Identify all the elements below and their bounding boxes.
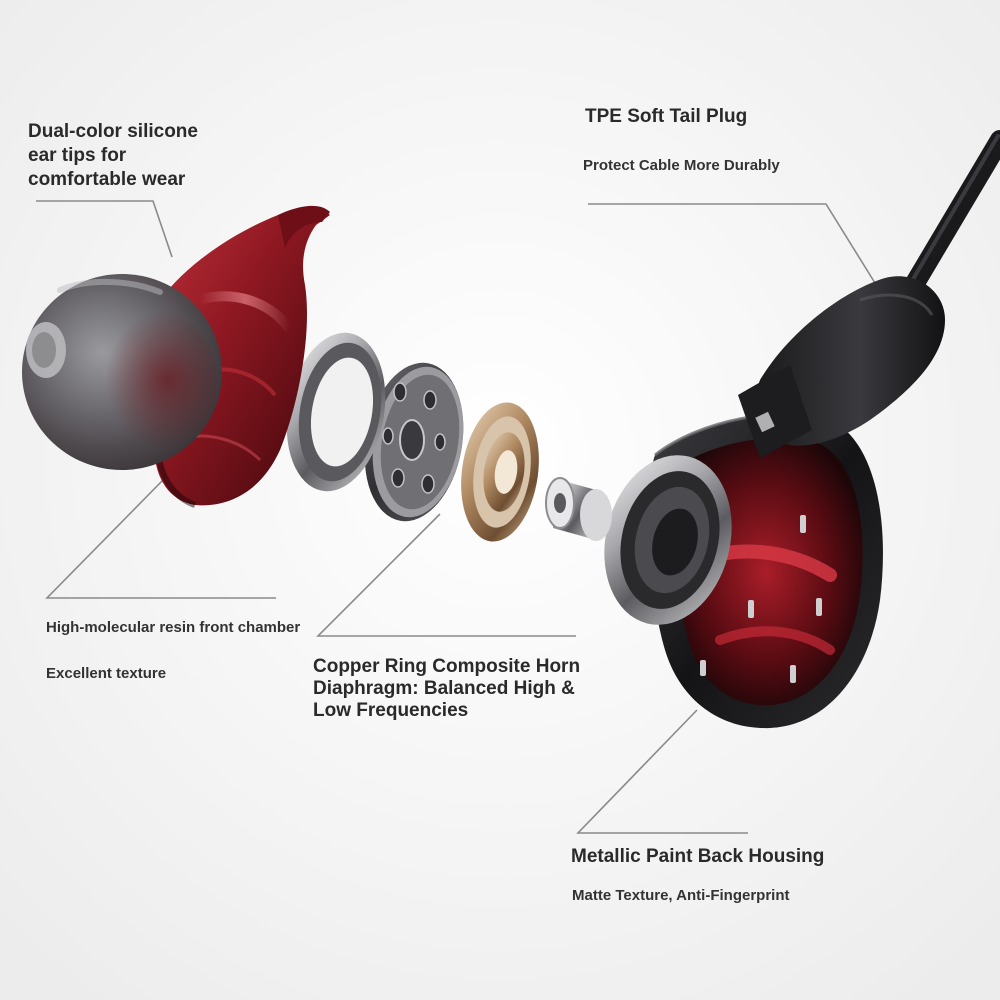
leader-line-horn bbox=[316, 513, 576, 637]
tail-plug-icon bbox=[738, 276, 945, 458]
speaker-rim-icon bbox=[604, 455, 732, 625]
copper-ring-icon bbox=[461, 402, 539, 542]
ear-tips-title: Dual-color silicone ear tips for comfort… bbox=[28, 121, 198, 190]
tail-plug-subtitle: Protect Cable More Durably bbox=[583, 157, 780, 174]
leader-line-front-chamber bbox=[45, 479, 276, 599]
leader-line-ear-tips bbox=[36, 200, 173, 258]
tail-plug-title: TPE Soft Tail Plug bbox=[585, 106, 748, 127]
driver-plate-icon bbox=[364, 362, 464, 522]
cable-icon bbox=[895, 130, 1000, 310]
horn-title: Copper Ring Composite Horn Diaphragm: Ba… bbox=[313, 656, 581, 721]
front-chamber-title: High-molecular resin front chamber bbox=[46, 619, 301, 636]
leader-lines bbox=[36, 200, 876, 834]
leader-line-back-housing bbox=[576, 709, 748, 834]
metal-washer-icon bbox=[286, 332, 386, 492]
front-chamber-subtitle: Excellent texture bbox=[46, 665, 167, 682]
back-housing-subtitle: Matte Texture, Anti-Fingerprint bbox=[572, 887, 790, 904]
silicone-ear-tip-icon bbox=[22, 274, 222, 470]
leader-line-tail-plug bbox=[588, 203, 876, 284]
magnet-cylinder-icon bbox=[545, 477, 612, 541]
back-housing-title: Metallic Paint Back Housing bbox=[571, 846, 825, 867]
